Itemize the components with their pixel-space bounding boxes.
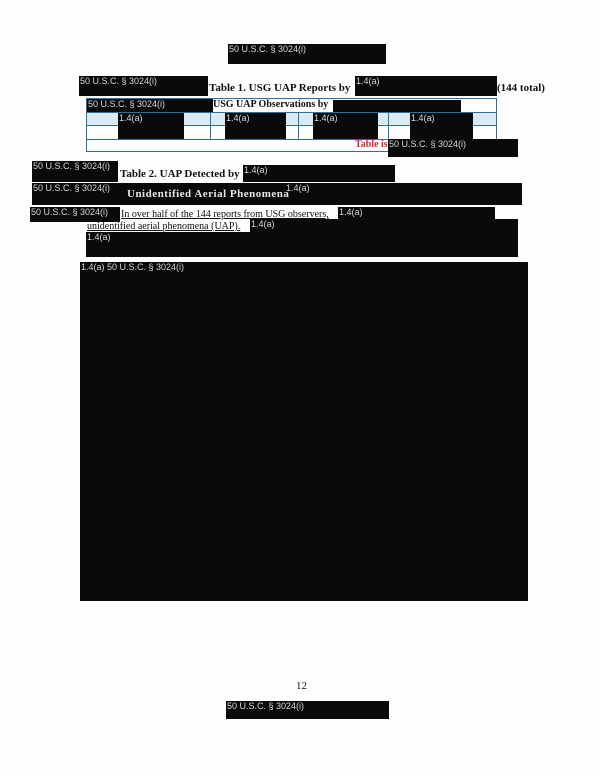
redaction-para-3: 1.4(a) [86, 232, 518, 257]
redaction-figure: 1.4(a) 50 U.S.C. § 3024(i) [80, 262, 528, 601]
redaction-table1-note: 50 U.S.C. § 3024(i) [388, 139, 518, 157]
redaction-table2-class: 50 U.S.C. § 3024(i) [32, 161, 118, 182]
paragraph-line2: unidentified aerial phenomena (UAP). [87, 221, 241, 232]
redaction-table1-header-class: 50 U.S.C. § 3024(i) [87, 99, 213, 112]
redaction-footer: 50 U.S.C. § 3024(i) [226, 701, 389, 719]
redaction-para-1: 1.4(a) [338, 207, 495, 222]
table1-note: Table is [355, 139, 388, 150]
redaction-cell: 1.4(a) [225, 113, 286, 139]
redaction-header: 50 U.S.C. § 3024(i) [228, 44, 386, 64]
table2-title: Table 2. UAP Detected by [120, 168, 240, 180]
table1-header: USG UAP Observations by [213, 99, 329, 110]
redaction-table1-header [333, 100, 461, 112]
redaction-table1-class: 50 U.S.C. § 3024(i) [79, 76, 208, 96]
redaction-cell: 1.4(a) [410, 113, 473, 139]
redaction-para-2: 1.4(a) [250, 219, 518, 233]
redaction-para-class: 50 U.S.C. § 3024(i) [30, 207, 120, 222]
redaction-cell: 1.4(a) [118, 113, 184, 139]
table1-total: (144 total) [497, 82, 545, 94]
table2-subtitle: Unidentified Aerial Phenomena [127, 188, 290, 200]
redaction-table2-title: 1.4(a) [243, 165, 395, 182]
redaction-label: 1.4(a) [286, 183, 310, 193]
paragraph-line1: In over half of the 144 reports from USG… [121, 209, 329, 220]
table1: 50 U.S.C. § 3024(i) USG UAP Observations… [86, 98, 497, 152]
page-number: 12 [296, 680, 307, 692]
redaction-cell: 1.4(a) [313, 113, 378, 139]
table1-title: Table 1. USG UAP Reports by [209, 82, 351, 94]
redaction-table2-banner: 50 U.S.C. § 3024(i) [32, 183, 522, 205]
redaction-table1-title: 1.4(a) [355, 76, 497, 96]
